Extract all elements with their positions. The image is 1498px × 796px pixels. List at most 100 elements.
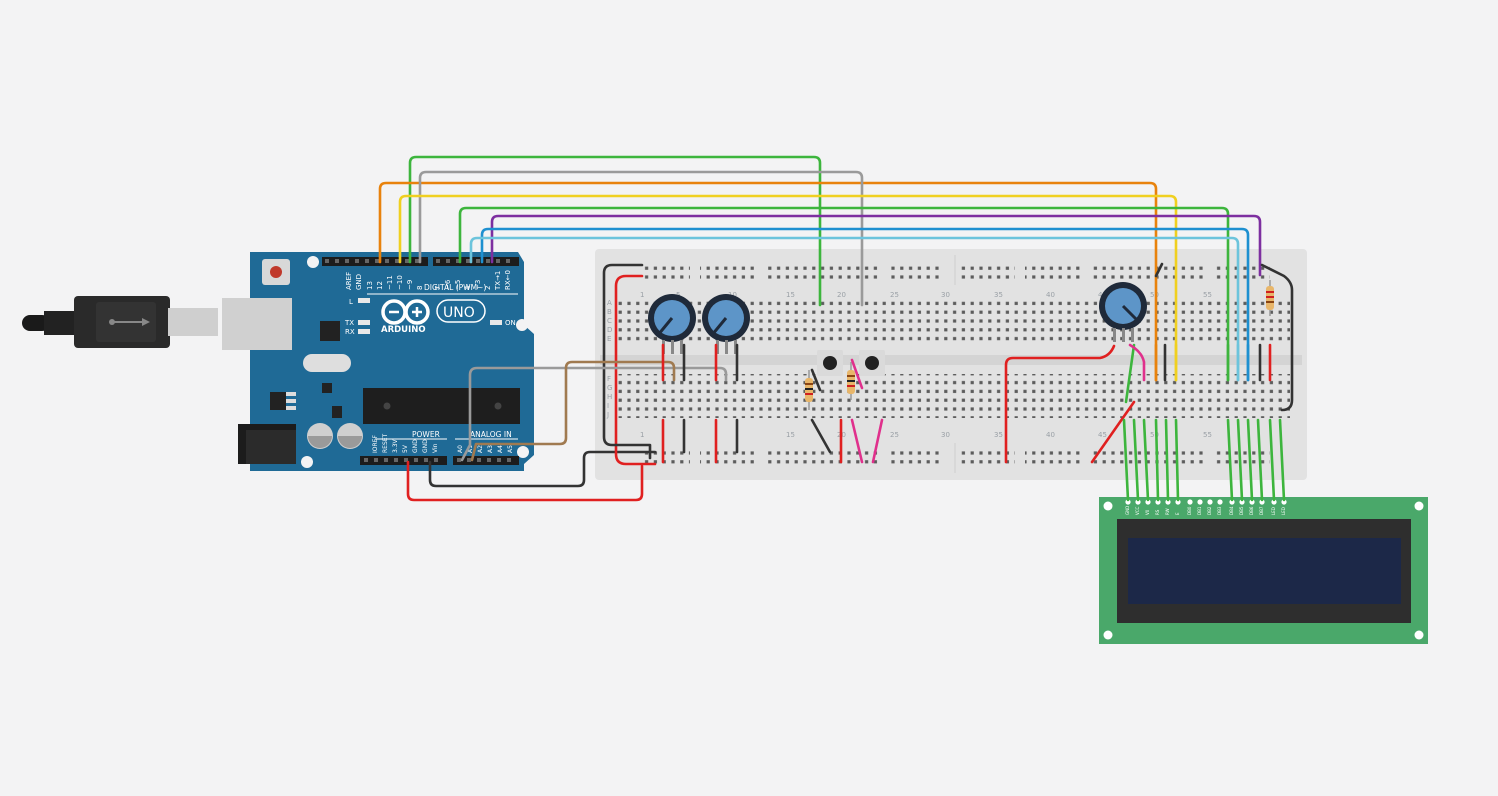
potentiometer-3[interactable] <box>1099 282 1147 342</box>
usb-chip <box>320 321 340 341</box>
wire-yellow-pin11 <box>398 194 1178 382</box>
wire-gray-a0 <box>460 366 728 462</box>
svg-text:F: F <box>607 375 611 383</box>
uno-badge: UNO <box>436 299 486 323</box>
svg-text:40: 40 <box>1046 291 1055 299</box>
wire-red-rail <box>614 274 657 466</box>
power-pin-labels: IOREF RESET 3.3V 5V GND GND Vin <box>372 433 439 453</box>
svg-text:20: 20 <box>837 291 846 299</box>
wire-black-rail <box>602 263 652 460</box>
analog-header[interactable] <box>453 456 519 465</box>
led-rx <box>358 329 370 334</box>
svg-text:A0: A0 <box>457 445 464 453</box>
wire-orange-pin12 <box>378 181 1158 382</box>
svg-text:TX→1: TX→1 <box>494 271 502 291</box>
svg-text:RS: RS <box>1155 509 1160 515</box>
svg-text:50: 50 <box>1150 431 1159 439</box>
wire-purple-pin2 <box>490 214 1262 277</box>
svg-text:D: D <box>607 326 612 334</box>
lcd-16x2[interactable]: GND VCC V0 RS RW E DB0 DB1 DB2 DB3 DB4 D… <box>1099 497 1428 644</box>
pushbutton-2[interactable] <box>859 350 885 376</box>
svg-text:A2: A2 <box>477 445 484 453</box>
svg-text:1: 1 <box>640 291 644 299</box>
lcd-pin-labels: GND VCC V0 RS RW E DB0 DB1 DB2 DB3 DB4 D… <box>1125 506 1286 515</box>
svg-text:POWER: POWER <box>412 430 440 439</box>
lcd-pins[interactable] <box>1125 499 1287 505</box>
resistor-2[interactable] <box>847 362 855 400</box>
voltage-regulator <box>270 392 286 410</box>
led-tx <box>358 320 370 325</box>
wire-brown-a1 <box>470 360 676 462</box>
power-header[interactable] <box>360 456 447 465</box>
svg-text:RESET: RESET <box>382 433 389 453</box>
svg-text:Vin: Vin <box>432 443 439 453</box>
arduino-logo: ARDUINO <box>381 299 430 335</box>
potentiometer-2[interactable] <box>702 294 750 354</box>
digital-pin-labels: AREF GND 13 12 ~11 ~10 ~9 8 7 ~6 ~5 4 ~3… <box>345 270 512 291</box>
usb-port <box>222 298 292 350</box>
svg-text:25: 25 <box>890 431 899 439</box>
svg-text:ANALOG IN: ANALOG IN <box>470 430 512 439</box>
reset-button[interactable] <box>262 259 290 285</box>
svg-text:V0: V0 <box>1145 509 1150 515</box>
svg-text:35: 35 <box>994 291 1003 299</box>
svg-text:GND: GND <box>355 274 363 290</box>
svg-text:AREF: AREF <box>345 272 353 290</box>
wire-blue-pin3 <box>480 227 1250 382</box>
svg-text:RW: RW <box>1165 508 1170 515</box>
svg-text:~3: ~3 <box>474 280 482 290</box>
svg-text:A3: A3 <box>487 445 494 453</box>
power-jack <box>238 424 296 464</box>
wire-green-pin5 <box>458 206 1230 382</box>
svg-text:~6: ~6 <box>444 279 452 290</box>
svg-text:4: 4 <box>464 285 472 290</box>
svg-text:DB3: DB3 <box>1217 506 1222 515</box>
resistor-1[interactable] <box>805 370 813 410</box>
resistor-3[interactable] <box>1266 280 1274 316</box>
usb-icon <box>109 318 150 326</box>
svg-text:UNO: UNO <box>443 305 475 321</box>
svg-text:RX: RX <box>345 328 355 336</box>
svg-text:30: 30 <box>941 431 950 439</box>
svg-text:2: 2 <box>484 286 492 290</box>
svg-text:55: 55 <box>1203 291 1212 299</box>
svg-text:55: 55 <box>1203 431 1212 439</box>
svg-text:~9: ~9 <box>406 280 414 290</box>
svg-text:RX←0: RX←0 <box>504 270 512 290</box>
wire-black-gnd <box>428 450 657 488</box>
svg-text:GND: GND <box>422 439 429 453</box>
svg-text:LED: LED <box>1271 507 1276 515</box>
svg-text:1: 1 <box>640 431 644 439</box>
pushbutton-1[interactable] <box>817 350 843 376</box>
wire-gray-pin8 <box>418 170 864 307</box>
svg-text:J: J <box>606 411 609 419</box>
led-l <box>358 298 370 303</box>
wires[interactable] <box>378 155 1294 502</box>
arduino-uno-board[interactable]: L TX RX ON ARDUINO UNO <box>222 252 534 471</box>
svg-text:8: 8 <box>416 286 424 290</box>
svg-text:25: 25 <box>890 291 899 299</box>
svg-text:A5: A5 <box>507 445 514 453</box>
svg-text:5V: 5V <box>402 444 409 453</box>
svg-text:40: 40 <box>1046 431 1055 439</box>
analog-pin-labels: A0 A1 A2 A3 A4 A5 <box>457 445 514 453</box>
crystal-oscillator <box>303 354 351 372</box>
svg-text:TX: TX <box>344 319 354 327</box>
svg-text:B: B <box>607 308 612 316</box>
center-channel <box>600 355 1302 365</box>
svg-text:I: I <box>607 402 609 410</box>
svg-text:H: H <box>607 393 612 401</box>
svg-text:E: E <box>607 335 611 343</box>
svg-text:DB0: DB0 <box>1187 506 1192 515</box>
svg-text:E: E <box>1175 512 1180 515</box>
svg-text:A1: A1 <box>467 445 474 453</box>
wire-cyan-pin4 <box>469 236 1240 382</box>
svg-text:~11: ~11 <box>386 275 394 290</box>
terminal-block-bottom[interactable] <box>615 374 1290 418</box>
lcd-screen <box>1128 538 1401 604</box>
svg-text:35: 35 <box>994 431 1003 439</box>
svg-text:A4: A4 <box>497 445 504 453</box>
svg-text:15: 15 <box>786 431 795 439</box>
breadboard[interactable]: 1 5 10 15 20 25 30 35 40 45 50 55 1 15 2… <box>595 249 1307 480</box>
